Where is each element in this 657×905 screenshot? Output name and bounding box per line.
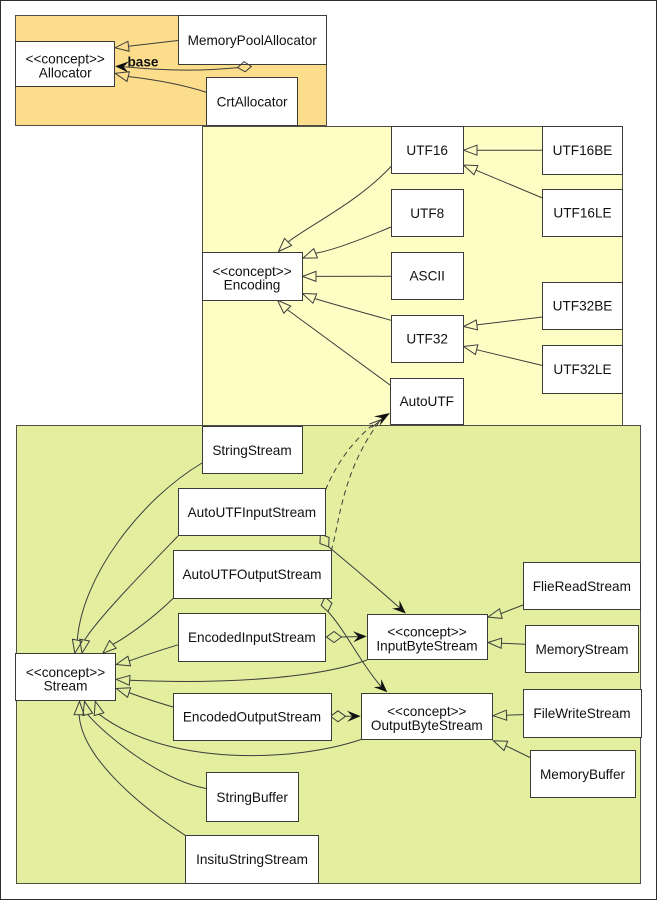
svg-text:ASCII: ASCII xyxy=(409,269,445,284)
svg-text:AutoUTF: AutoUTF xyxy=(400,394,454,409)
svg-text:Encoding: Encoding xyxy=(224,278,281,293)
svg-text:AutoUTFInputStream: AutoUTFInputStream xyxy=(188,505,316,520)
svg-text:EncodedInputStream: EncodedInputStream xyxy=(188,630,316,645)
svg-text:<<concept>>: <<concept>> xyxy=(387,625,466,640)
svg-text:OutputByteStream: OutputByteStream xyxy=(371,718,483,733)
svg-text:AutoUTFOutputStream: AutoUTFOutputStream xyxy=(182,567,321,582)
svg-text:FlieReadStream: FlieReadStream xyxy=(533,579,631,594)
svg-text:MemoryPoolAllocator: MemoryPoolAllocator xyxy=(188,33,318,48)
svg-text:UTF32: UTF32 xyxy=(406,332,448,347)
svg-text:<<concept>>: <<concept>> xyxy=(212,264,291,279)
svg-text:FileWriteStream: FileWriteStream xyxy=(533,706,630,721)
svg-text:UTF32BE: UTF32BE xyxy=(553,299,613,314)
svg-text:EncodedOutputStream: EncodedOutputStream xyxy=(183,710,321,725)
svg-text:UTF16LE: UTF16LE xyxy=(553,206,611,221)
svg-text:MemoryBuffer: MemoryBuffer xyxy=(540,767,626,782)
svg-text:UTF32LE: UTF32LE xyxy=(553,362,611,377)
svg-text:StringBuffer: StringBuffer xyxy=(216,790,288,805)
svg-text:InsituStringStream: InsituStringStream xyxy=(196,852,308,867)
svg-text:UTF8: UTF8 xyxy=(410,206,444,221)
svg-text:<<concept>>: <<concept>> xyxy=(26,52,105,67)
svg-text:StringStream: StringStream xyxy=(212,443,291,458)
svg-text:Stream: Stream xyxy=(44,679,88,694)
svg-text:CrtAllocator: CrtAllocator xyxy=(217,94,288,109)
svg-text:InputByteStream: InputByteStream xyxy=(376,638,477,653)
svg-text:UTF16: UTF16 xyxy=(406,143,448,158)
svg-text:<<concept>>: <<concept>> xyxy=(26,665,105,680)
svg-text:base: base xyxy=(128,54,159,69)
svg-text:Allocator: Allocator xyxy=(39,65,92,80)
svg-text:MemoryStream: MemoryStream xyxy=(536,642,629,657)
svg-text:<<concept>>: <<concept>> xyxy=(387,704,466,719)
svg-text:UTF16BE: UTF16BE xyxy=(553,143,613,158)
